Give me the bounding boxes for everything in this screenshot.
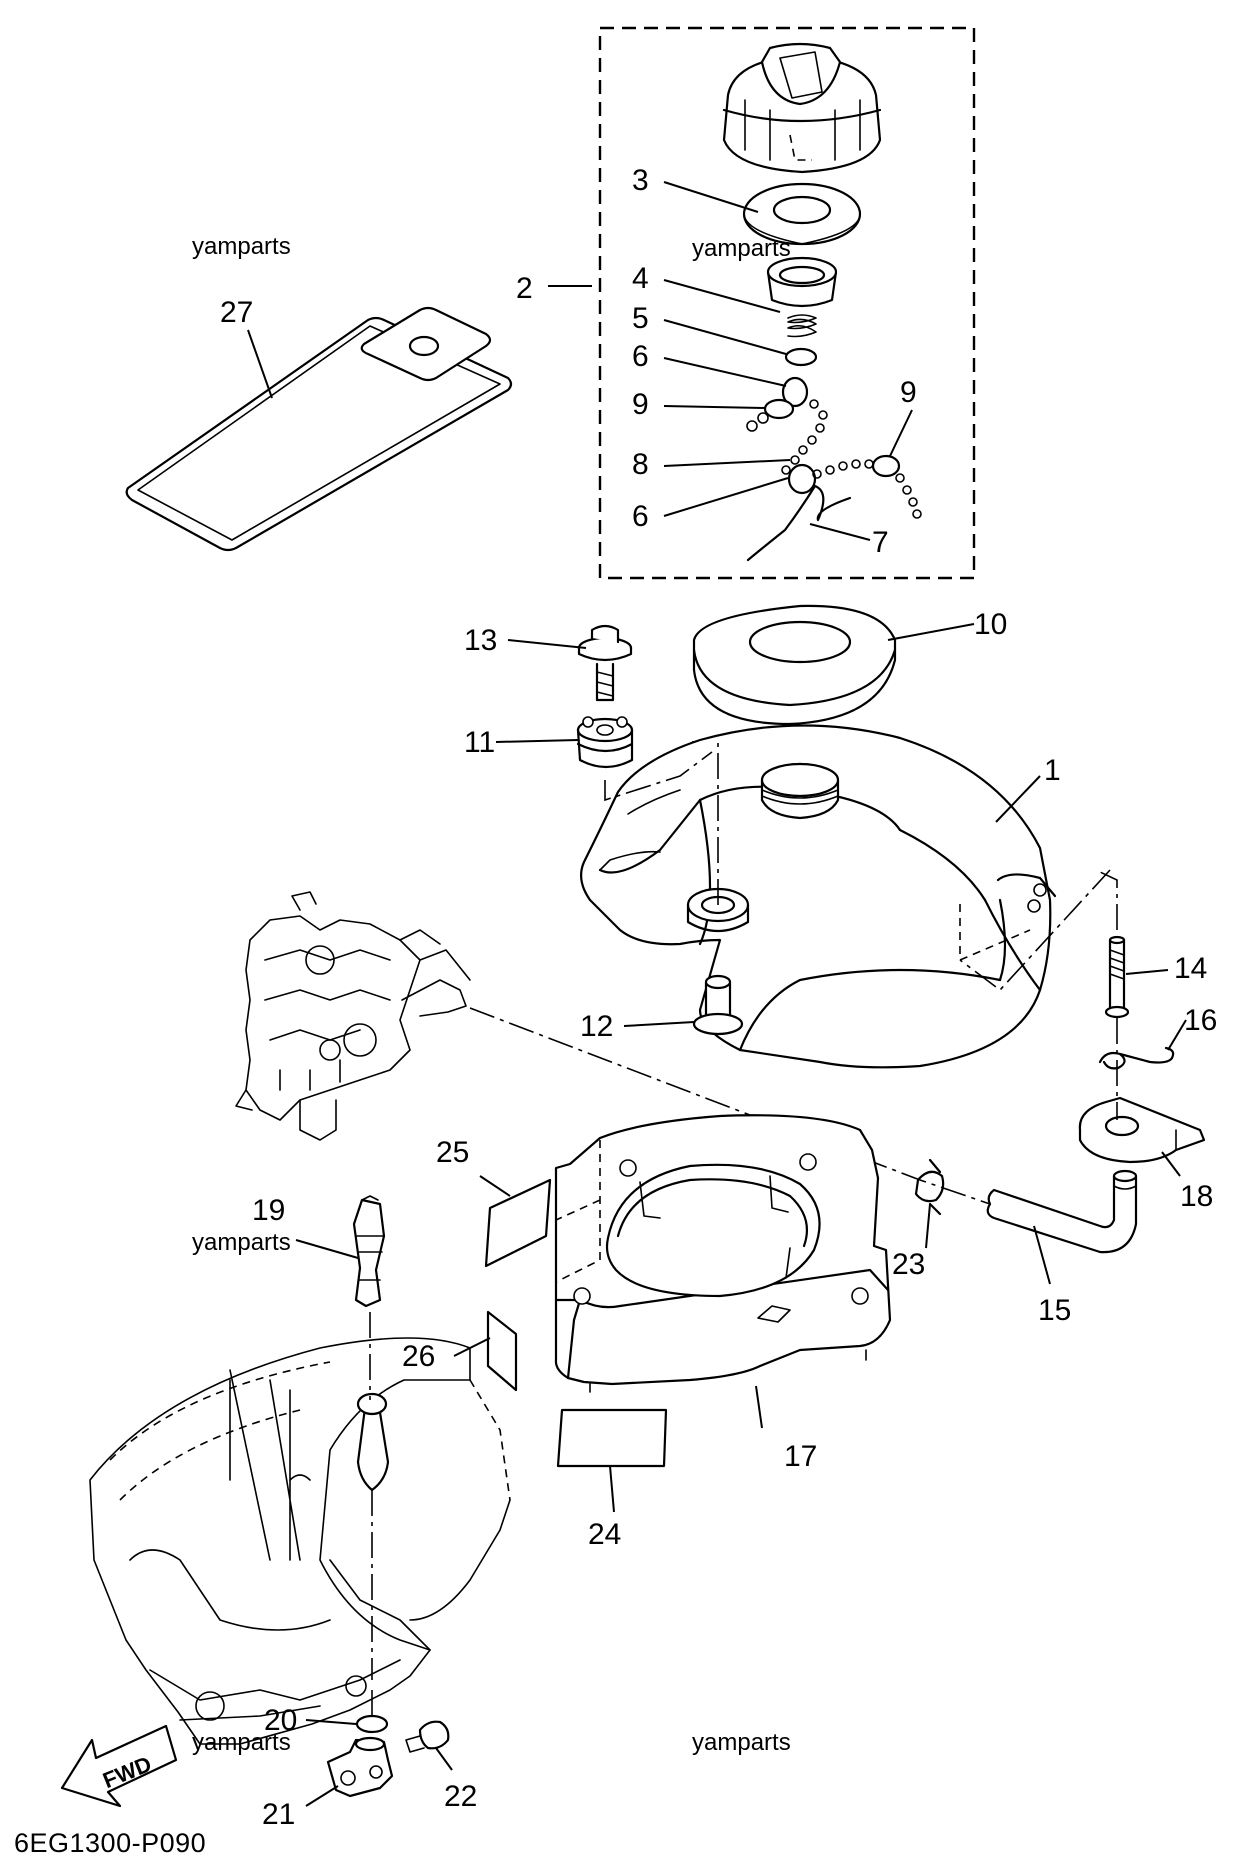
washer-part [784, 347, 818, 367]
clip-wire-part [746, 484, 852, 562]
callout-number: 23 [892, 1248, 925, 1281]
watermark: yamparts [192, 1729, 291, 1756]
grommet-part [692, 604, 897, 726]
screw-part [405, 1720, 450, 1753]
watermark: yamparts [192, 1229, 291, 1256]
fuel-tank-part [579, 724, 1057, 1069]
callout-number: 6 [632, 340, 649, 373]
callout-number: 13 [464, 624, 497, 657]
callout-number: 17 [784, 1440, 817, 1473]
fuel-cap-assembly-box [598, 26, 976, 580]
callout-number: 12 [580, 1010, 613, 1043]
callout-number: 20 [264, 1704, 297, 1737]
callout-number: 1 [1044, 754, 1061, 787]
watermark: yamparts [692, 1729, 791, 1756]
callout-number: 10 [974, 608, 1007, 641]
callout-number: 18 [1180, 1180, 1213, 1213]
chain-part [746, 376, 922, 519]
tool-pouch-part [125, 306, 513, 552]
bracket-part [1078, 1096, 1206, 1164]
callout-number: 15 [1038, 1294, 1071, 1327]
gasket-part [742, 182, 862, 246]
alignment-line [604, 751, 713, 802]
callout-number: 11 [464, 726, 495, 759]
callout-number: 25 [436, 1136, 469, 1169]
o-ring-part [355, 1714, 389, 1734]
watermark: yamparts [192, 233, 291, 260]
callout-number: 9 [900, 376, 917, 409]
alignment-line [469, 1007, 991, 1205]
callout-number: 21 [262, 1798, 295, 1831]
callouts: 1 2 3 4 5 6 6 7 8 9 9 10 11 12 13 14 15 … [220, 164, 1217, 1831]
callout-number: 3 [632, 164, 649, 197]
tank-base-part [554, 1114, 892, 1393]
fuel-hose-part [986, 1169, 1138, 1254]
callout-number: 26 [402, 1340, 435, 1373]
callout-number: 14 [1174, 952, 1207, 985]
leader-lines [247, 181, 1187, 1807]
screw-part [577, 624, 633, 702]
callout-number: 19 [252, 1194, 285, 1227]
forward-direction-arrow: FWD [60, 1724, 178, 1808]
carburetor-part [235, 891, 471, 1141]
damper-part [576, 716, 634, 769]
callout-number: 6 [632, 500, 649, 533]
callout-number: 22 [444, 1780, 477, 1813]
fuel-connector-part [352, 1195, 386, 1308]
fuel-cap-part [722, 42, 882, 174]
hose-clip-part [914, 1158, 945, 1216]
callout-number: 8 [632, 448, 649, 481]
callout-number: 7 [872, 526, 889, 559]
clip-part [1098, 1046, 1175, 1070]
callout-number: 9 [632, 388, 649, 421]
spring-part [787, 314, 817, 338]
diagram-code: 6EG1300-P090 [14, 1828, 206, 1858]
callout-number: 2 [516, 272, 533, 305]
callout-number: 24 [588, 1518, 621, 1551]
callout-number: 27 [220, 296, 253, 329]
label-sticker-part [484, 1178, 552, 1268]
callout-number: 4 [632, 262, 649, 295]
alignment-line [1099, 871, 1118, 930]
callout-number: 16 [1184, 1004, 1217, 1037]
alignment-line [959, 869, 1111, 992]
cap-insert-part [766, 256, 838, 308]
label-sticker-part [486, 1310, 518, 1392]
connector-body-part [326, 1736, 394, 1798]
bolt-part [1104, 935, 1130, 1019]
bottom-cowling-part [89, 1337, 511, 1745]
bushing-part [692, 974, 744, 1036]
label-sticker-part [556, 1408, 668, 1468]
callout-number: 5 [632, 302, 649, 335]
